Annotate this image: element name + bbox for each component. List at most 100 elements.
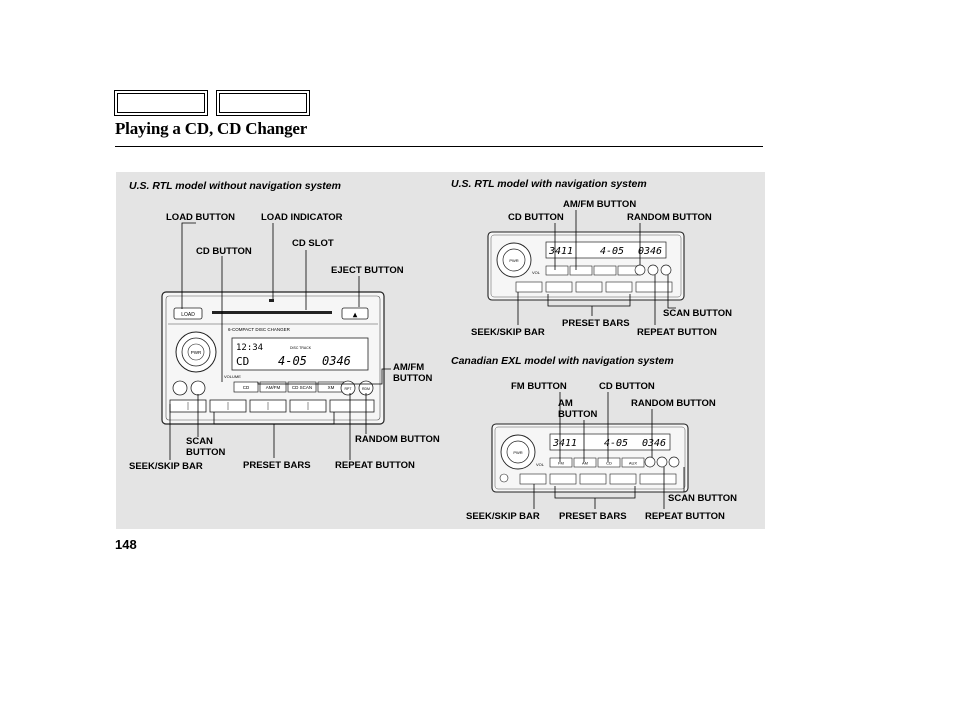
btn-aux	[621, 457, 645, 468]
btn-amfm	[569, 265, 593, 276]
svg-text:VOL: VOL	[536, 462, 545, 467]
btn-repeat	[647, 264, 659, 276]
svg-text:0346: 0346	[642, 438, 666, 449]
svg-text:CD SCAN: CD SCAN	[292, 385, 312, 390]
label-seek-skip-bar: SEEK/SKIP BAR	[466, 511, 540, 522]
label-am-fm-button: AM/FM BUTTON	[393, 362, 433, 384]
label-fm-button: FM BUTTON	[511, 381, 567, 392]
svg-text:AM/FM: AM/FM	[266, 385, 281, 390]
tune-bar	[329, 399, 375, 413]
radio-unit-rtl-nav: PWR VOL 3411 4-05 0346	[487, 231, 685, 301]
btn-cd	[597, 457, 621, 468]
btn-repeat	[656, 456, 668, 468]
eject-icon: ▲	[353, 312, 358, 319]
display-mode: CD	[236, 355, 249, 368]
tune-bar	[639, 473, 677, 485]
radio-unit-canada-exl: PWR VOL 3411 4-05 0346 FM AM CD AUX	[491, 423, 689, 493]
label-eject-button: EJECT BUTTON	[331, 265, 404, 276]
page-title: Playing a CD, CD Changer	[115, 119, 308, 138]
header-tab-box-1	[114, 90, 208, 116]
label-repeat-button: REPEAT BUTTON	[335, 460, 415, 471]
label-repeat-button: REPEAT BUTTON	[637, 327, 717, 338]
label-scan-button: SCAN BUTTON	[186, 436, 226, 458]
caption-rtl-no-nav: U.S. RTL model without navigation system	[129, 180, 341, 192]
display-time: 0346	[322, 354, 351, 368]
caption-canada-exl: Canadian EXL model with navigation syste…	[451, 355, 674, 367]
preset-bar-1	[549, 473, 577, 485]
btn-scan	[660, 264, 672, 276]
header-tab-box-2	[216, 90, 310, 116]
tune-bar	[635, 281, 673, 293]
preset-bar-2	[575, 281, 603, 293]
btn-scan	[668, 456, 680, 468]
svg-text:VOL: VOL	[532, 270, 541, 275]
label-random-button: RANDOM BUTTON	[355, 434, 440, 445]
label-random-button: RANDOM BUTTON	[631, 398, 716, 409]
btn-cd	[545, 265, 569, 276]
svg-text:FM: FM	[558, 461, 564, 466]
label-load-button: LOAD BUTTON	[166, 212, 235, 223]
label-random-button: RANDOM BUTTON	[627, 212, 712, 223]
radio-unit-rtl-no-nav: LOAD ▲ 6-COMPACT DISC CHANGER PWR VOLUME…	[161, 291, 385, 425]
label-seek-skip-bar: SEEK/SKIP BAR	[471, 327, 545, 338]
volume-label: VOLUME	[224, 374, 241, 379]
svg-text:4-05: 4-05	[600, 246, 624, 257]
display	[549, 433, 671, 451]
svg-text:AUX: AUX	[629, 461, 638, 466]
btn-scan-left	[172, 380, 188, 396]
seek-skip-bar	[515, 281, 543, 293]
label-cd-button: CD BUTTON	[599, 381, 655, 392]
label-cd-button: CD BUTTON	[196, 246, 252, 257]
preset-bar-3	[605, 281, 633, 293]
pwr-label: PWR	[191, 350, 202, 355]
changer-text: 6-COMPACT DISC CHANGER	[228, 327, 291, 332]
display	[231, 337, 369, 371]
btn-scan	[190, 380, 206, 396]
svg-text:RPT: RPT	[345, 387, 353, 391]
label-repeat-button: REPEAT BUTTON	[645, 511, 725, 522]
btn-fm	[549, 457, 573, 468]
svg-text:3411: 3411	[548, 246, 573, 257]
label-preset-bars: PRESET BARS	[243, 460, 311, 471]
btn-func-3	[593, 265, 617, 276]
label-cd-button: CD BUTTON	[508, 212, 564, 223]
preset-bar-3	[609, 473, 637, 485]
svg-text:RDM: RDM	[362, 387, 370, 391]
label-seek-skip-bar: SEEK/SKIP BAR	[129, 461, 203, 472]
svg-text:XM: XM	[328, 385, 335, 390]
svg-text:CD: CD	[606, 461, 612, 466]
caption-rtl-nav: U.S. RTL model with navigation system	[451, 178, 647, 190]
btn-random	[634, 264, 646, 276]
btn-cd	[233, 381, 259, 393]
svg-text:3411: 3411	[552, 438, 577, 449]
label-am-button: AM BUTTON	[558, 398, 598, 420]
seek-skip-bar	[519, 473, 547, 485]
label-load-indicator: LOAD INDICATOR	[261, 212, 343, 223]
label-scan-button: SCAN BUTTON	[668, 493, 737, 504]
btn-random	[644, 456, 656, 468]
label-cd-slot: CD SLOT	[292, 238, 334, 249]
label-preset-bars: PRESET BARS	[559, 511, 627, 522]
svg-text:PWR: PWR	[509, 258, 518, 263]
eject-key	[341, 307, 369, 320]
btn-small-left	[499, 473, 509, 483]
label-preset-bars: PRESET BARS	[562, 318, 630, 329]
display-track: 4-05	[278, 354, 307, 368]
display-labels: DISC TRACK	[290, 346, 312, 350]
label-am-fm-button: AM/FM BUTTON	[563, 199, 637, 210]
cd-slot	[212, 311, 332, 314]
page-number: 148	[115, 537, 137, 552]
svg-text:AM: AM	[582, 461, 588, 466]
svg-text:CD: CD	[243, 385, 250, 390]
svg-text:PWR: PWR	[513, 450, 522, 455]
preset-bar-2	[579, 473, 607, 485]
title-rule	[115, 146, 763, 147]
btn-am	[573, 457, 597, 468]
load-indicator-light	[269, 299, 274, 302]
svg-text:0346: 0346	[638, 246, 662, 257]
label-scan-button: SCAN BUTTON	[663, 308, 732, 319]
svg-text:4-05: 4-05	[604, 438, 628, 449]
load-key-label: LOAD	[181, 312, 195, 318]
preset-bar-1	[545, 281, 573, 293]
display-clock: 12:34	[236, 343, 263, 353]
